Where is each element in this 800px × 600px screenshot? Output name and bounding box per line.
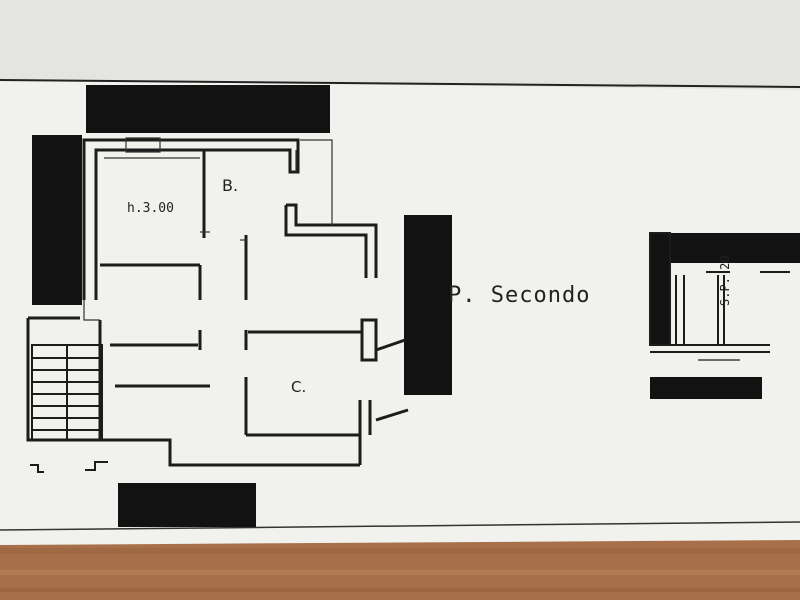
page-border-bottom bbox=[0, 521, 800, 531]
paper-sheet bbox=[0, 0, 800, 545]
redaction-block-bottom bbox=[118, 483, 256, 527]
entrance-marks bbox=[30, 461, 108, 473]
redaction-blocks bbox=[32, 85, 800, 527]
redaction-block-right bbox=[404, 215, 452, 395]
wooden-table bbox=[0, 535, 800, 600]
room-c-label: C. bbox=[291, 378, 307, 396]
paper-shadow-top bbox=[0, 0, 800, 90]
room-height-label: h.3.00 bbox=[127, 201, 174, 216]
cellar-plan bbox=[649, 232, 790, 361]
room-b-label: B. bbox=[222, 176, 239, 195]
floor-label: P. Secondo bbox=[448, 283, 591, 308]
redaction-block-left bbox=[32, 135, 82, 305]
page-border-top bbox=[0, 79, 800, 88]
redaction-block-top bbox=[86, 85, 330, 133]
apartment-walls bbox=[26, 138, 409, 467]
apartment-thin-lines bbox=[83, 137, 333, 321]
staircase bbox=[31, 344, 103, 441]
cellar-label: S.P. 20 bbox=[718, 255, 732, 306]
redaction-block-cellar-bottom bbox=[650, 377, 762, 399]
redaction-block-cellar-right bbox=[655, 233, 800, 263]
